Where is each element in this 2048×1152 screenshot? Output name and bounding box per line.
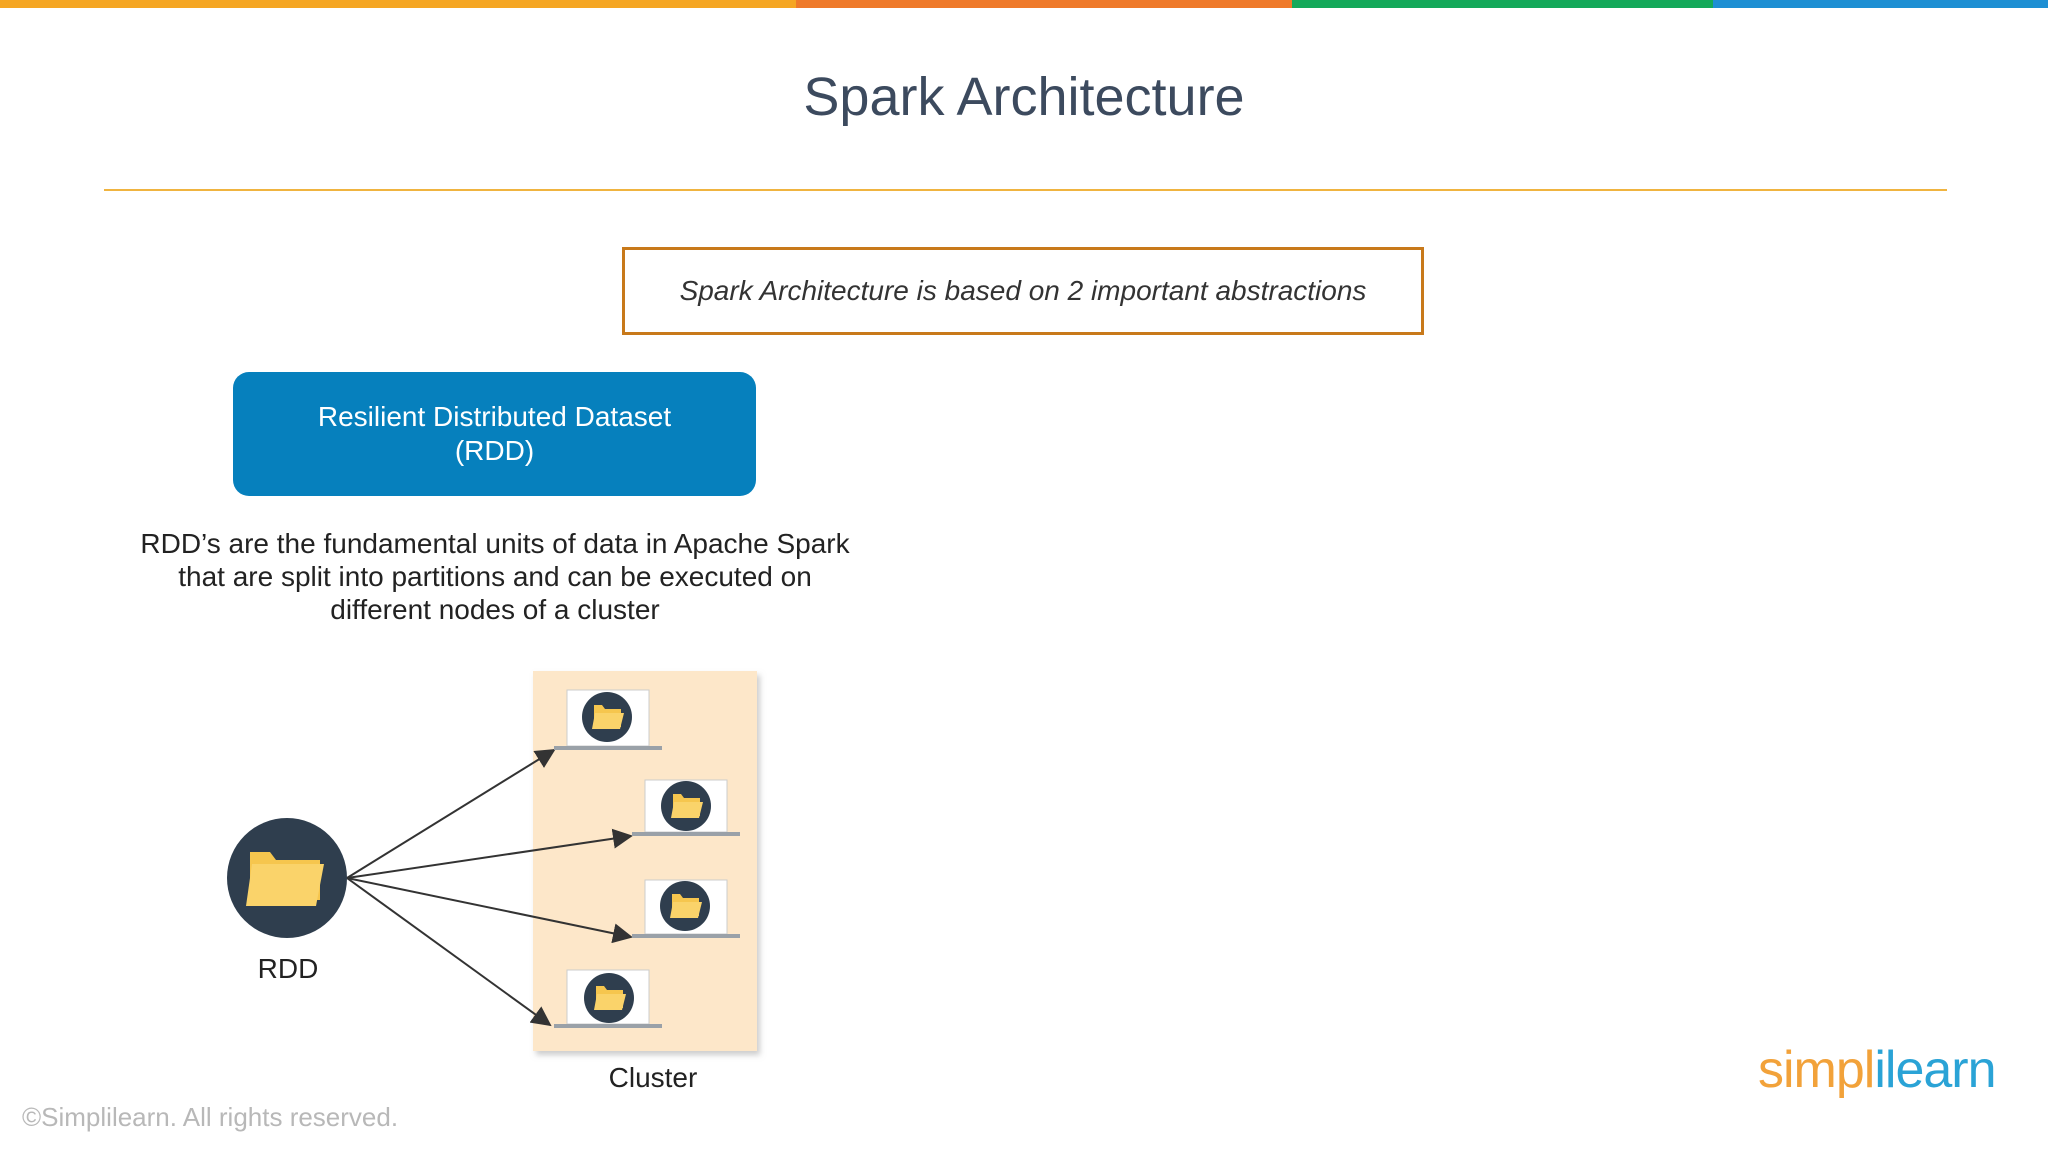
arrow-to-node-1 <box>346 748 556 879</box>
rdd-card-line1: Resilient Distributed Dataset <box>317 401 672 432</box>
top-color-bar-segment-red <box>796 0 1292 8</box>
rdd-card: Resilient Distributed Dataset (RDD) <box>233 372 756 496</box>
abstractions-text: Spark Architecture is based on 2 importa… <box>679 275 1367 306</box>
laptop-folder-icon <box>554 969 662 1028</box>
abstractions-callout: Spark Architecture is based on 2 importa… <box>622 247 1424 335</box>
top-color-bar-segment-blue <box>1713 0 2048 8</box>
logo-part1: simpl <box>1758 1041 1875 1099</box>
arrow-to-node-3 <box>346 877 633 944</box>
laptop-folder-icon <box>632 879 740 938</box>
arrows <box>346 748 633 1027</box>
arrow-to-node-2 <box>346 828 633 879</box>
arrow-to-node-4 <box>346 877 552 1027</box>
copyright-notice: ©Simplilearn. All rights reserved. <box>22 1102 399 1132</box>
rdd-label: RDD <box>257 953 319 984</box>
simplilearn-logo: simplilearn <box>1758 1040 1997 1100</box>
title-divider <box>104 189 1947 191</box>
logo-part2: ilearn <box>1874 1041 1996 1099</box>
top-color-bar-segment-green <box>1292 0 1713 8</box>
laptop-folder-icon <box>554 689 662 750</box>
top-color-bar-segment-orange <box>0 0 796 8</box>
top-color-bar <box>0 0 2048 8</box>
laptop-folder-icon <box>632 779 740 836</box>
rdd-card-line2: (RDD) <box>454 435 535 466</box>
folder-icon <box>227 818 347 938</box>
cluster-label: Cluster <box>608 1062 698 1093</box>
rdd-description: RDD’s are the fundamental units of data … <box>140 528 850 625</box>
slide-title: Spark Architecture <box>803 67 1245 127</box>
